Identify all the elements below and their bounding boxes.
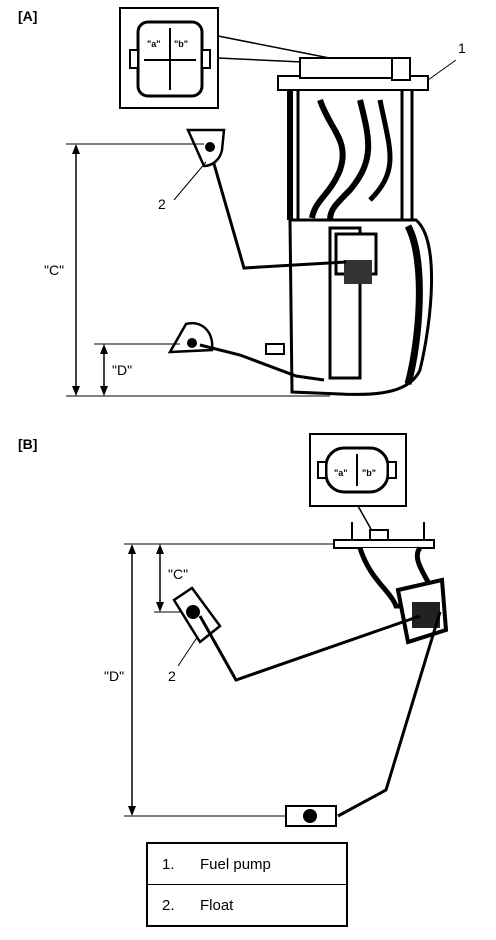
pin-a-label-a: "a" [147, 39, 161, 49]
section-b-label: [B] [18, 436, 38, 452]
dim-d-label-a: "D" [112, 362, 133, 378]
legend-num: 1. [162, 855, 175, 873]
legend-table: 1. Fuel pump 2. Float [146, 842, 348, 927]
section-a-label: [A] [18, 8, 38, 24]
callout-1-a: 1 [458, 40, 466, 56]
dimension-lines-a [66, 59, 457, 397]
dim-c-label-a: "C" [44, 262, 65, 278]
legend-text: Fuel pump [200, 855, 271, 873]
diagram-b: "a" "b" [124, 433, 449, 827]
callout-2-a: 2 [158, 196, 166, 212]
pin-b-label-a: "b" [174, 39, 188, 49]
legend-num: 2. [162, 896, 175, 914]
dimension-lines-b [124, 543, 334, 817]
legend-row: 1. Fuel pump [146, 842, 348, 885]
legend-row: 2. Float [146, 884, 348, 927]
float-arm-a [167, 128, 347, 382]
fuel-pump-b [333, 522, 449, 645]
dim-c-label-b: "C" [168, 566, 189, 582]
float-arm-b [172, 586, 442, 827]
pin-b-label-b: "b" [362, 468, 376, 478]
callout-2-b: 2 [168, 668, 176, 684]
diagram-a: "a" "b" [66, 7, 457, 397]
dim-d-label-b: "D" [104, 668, 125, 684]
legend-text: Float [200, 896, 234, 914]
fuel-pump-a [277, 57, 434, 396]
connector-inset-b: "a" "b" [309, 433, 407, 539]
pin-a-label-b: "a" [334, 468, 348, 478]
